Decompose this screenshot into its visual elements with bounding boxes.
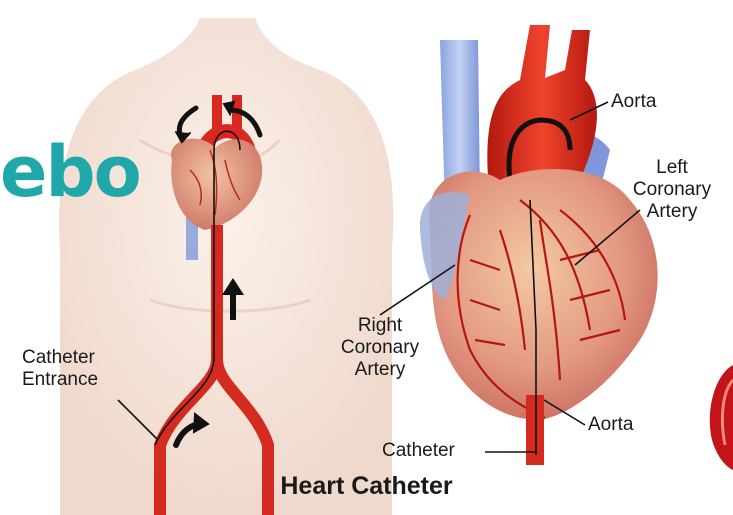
label-right-coronary-artery: Right Coronary Artery <box>327 315 433 381</box>
label-catheter-entrance: Catheter Entrance <box>22 347 98 391</box>
label-aorta-bottom: Aorta <box>588 414 633 436</box>
body-silhouette <box>59 18 393 515</box>
brand-logo-text: ebo <box>0 132 140 212</box>
label-aorta-top: Aorta <box>611 91 656 113</box>
label-catheter: Catheter <box>382 440 455 462</box>
label-left-coronary-artery: Left Coronary Artery <box>620 157 724 223</box>
diagram-title: Heart Catheter <box>0 472 733 501</box>
